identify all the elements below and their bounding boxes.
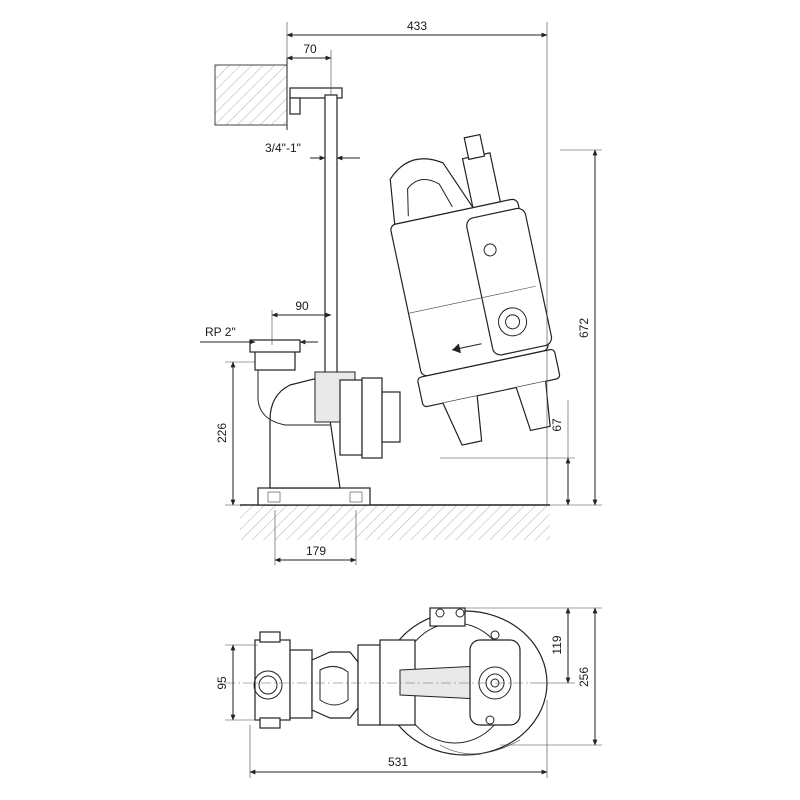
auto-coupling-base bbox=[249, 339, 371, 506]
dim-clearance: 67 bbox=[440, 400, 575, 506]
dim-119-label: 119 bbox=[550, 635, 564, 654]
floor bbox=[240, 504, 550, 540]
dim-67-label: 67 bbox=[550, 418, 564, 432]
dim-base-height: 226 bbox=[215, 361, 258, 506]
dim-433-label: 433 bbox=[407, 19, 427, 33]
dim-plan-depth: 256 bbox=[500, 607, 602, 746]
dim-plan-length: 531 bbox=[249, 700, 548, 778]
dim-179-label: 179 bbox=[306, 544, 326, 558]
dim-90-label: 90 bbox=[295, 299, 309, 313]
plan-view bbox=[225, 607, 548, 756]
dim-total-width: 433 bbox=[286, 19, 548, 505]
wall-mount bbox=[214, 58, 343, 130]
guide-pipe bbox=[324, 94, 338, 376]
dim-plan-depth-small: 119 bbox=[465, 607, 602, 684]
dim-pipe-size: 3/4"-1" bbox=[265, 141, 360, 161]
dim-outlet-thread: RP 2" bbox=[200, 325, 318, 345]
pump-flange bbox=[361, 377, 401, 459]
dim-672-label: 672 bbox=[577, 318, 591, 338]
dim-256-label: 256 bbox=[577, 667, 591, 687]
pump-body bbox=[389, 133, 561, 446]
dim-pump-height: 672 bbox=[550, 149, 602, 506]
dim-plan-width: 95 bbox=[215, 644, 258, 721]
dim-70-label: 70 bbox=[303, 42, 317, 56]
dim-foot-spacing: 179 bbox=[274, 510, 357, 565]
dim-bracket-offset: 70 bbox=[286, 42, 332, 95]
dim-outlet-offset: 90 bbox=[271, 299, 332, 345]
dim-95-label: 95 bbox=[215, 676, 229, 690]
dim-pipe-label: 3/4"-1" bbox=[265, 141, 301, 155]
dim-531-label: 531 bbox=[388, 755, 408, 769]
dim-rp-label: RP 2" bbox=[205, 325, 236, 339]
dim-226-label: 226 bbox=[215, 423, 229, 443]
